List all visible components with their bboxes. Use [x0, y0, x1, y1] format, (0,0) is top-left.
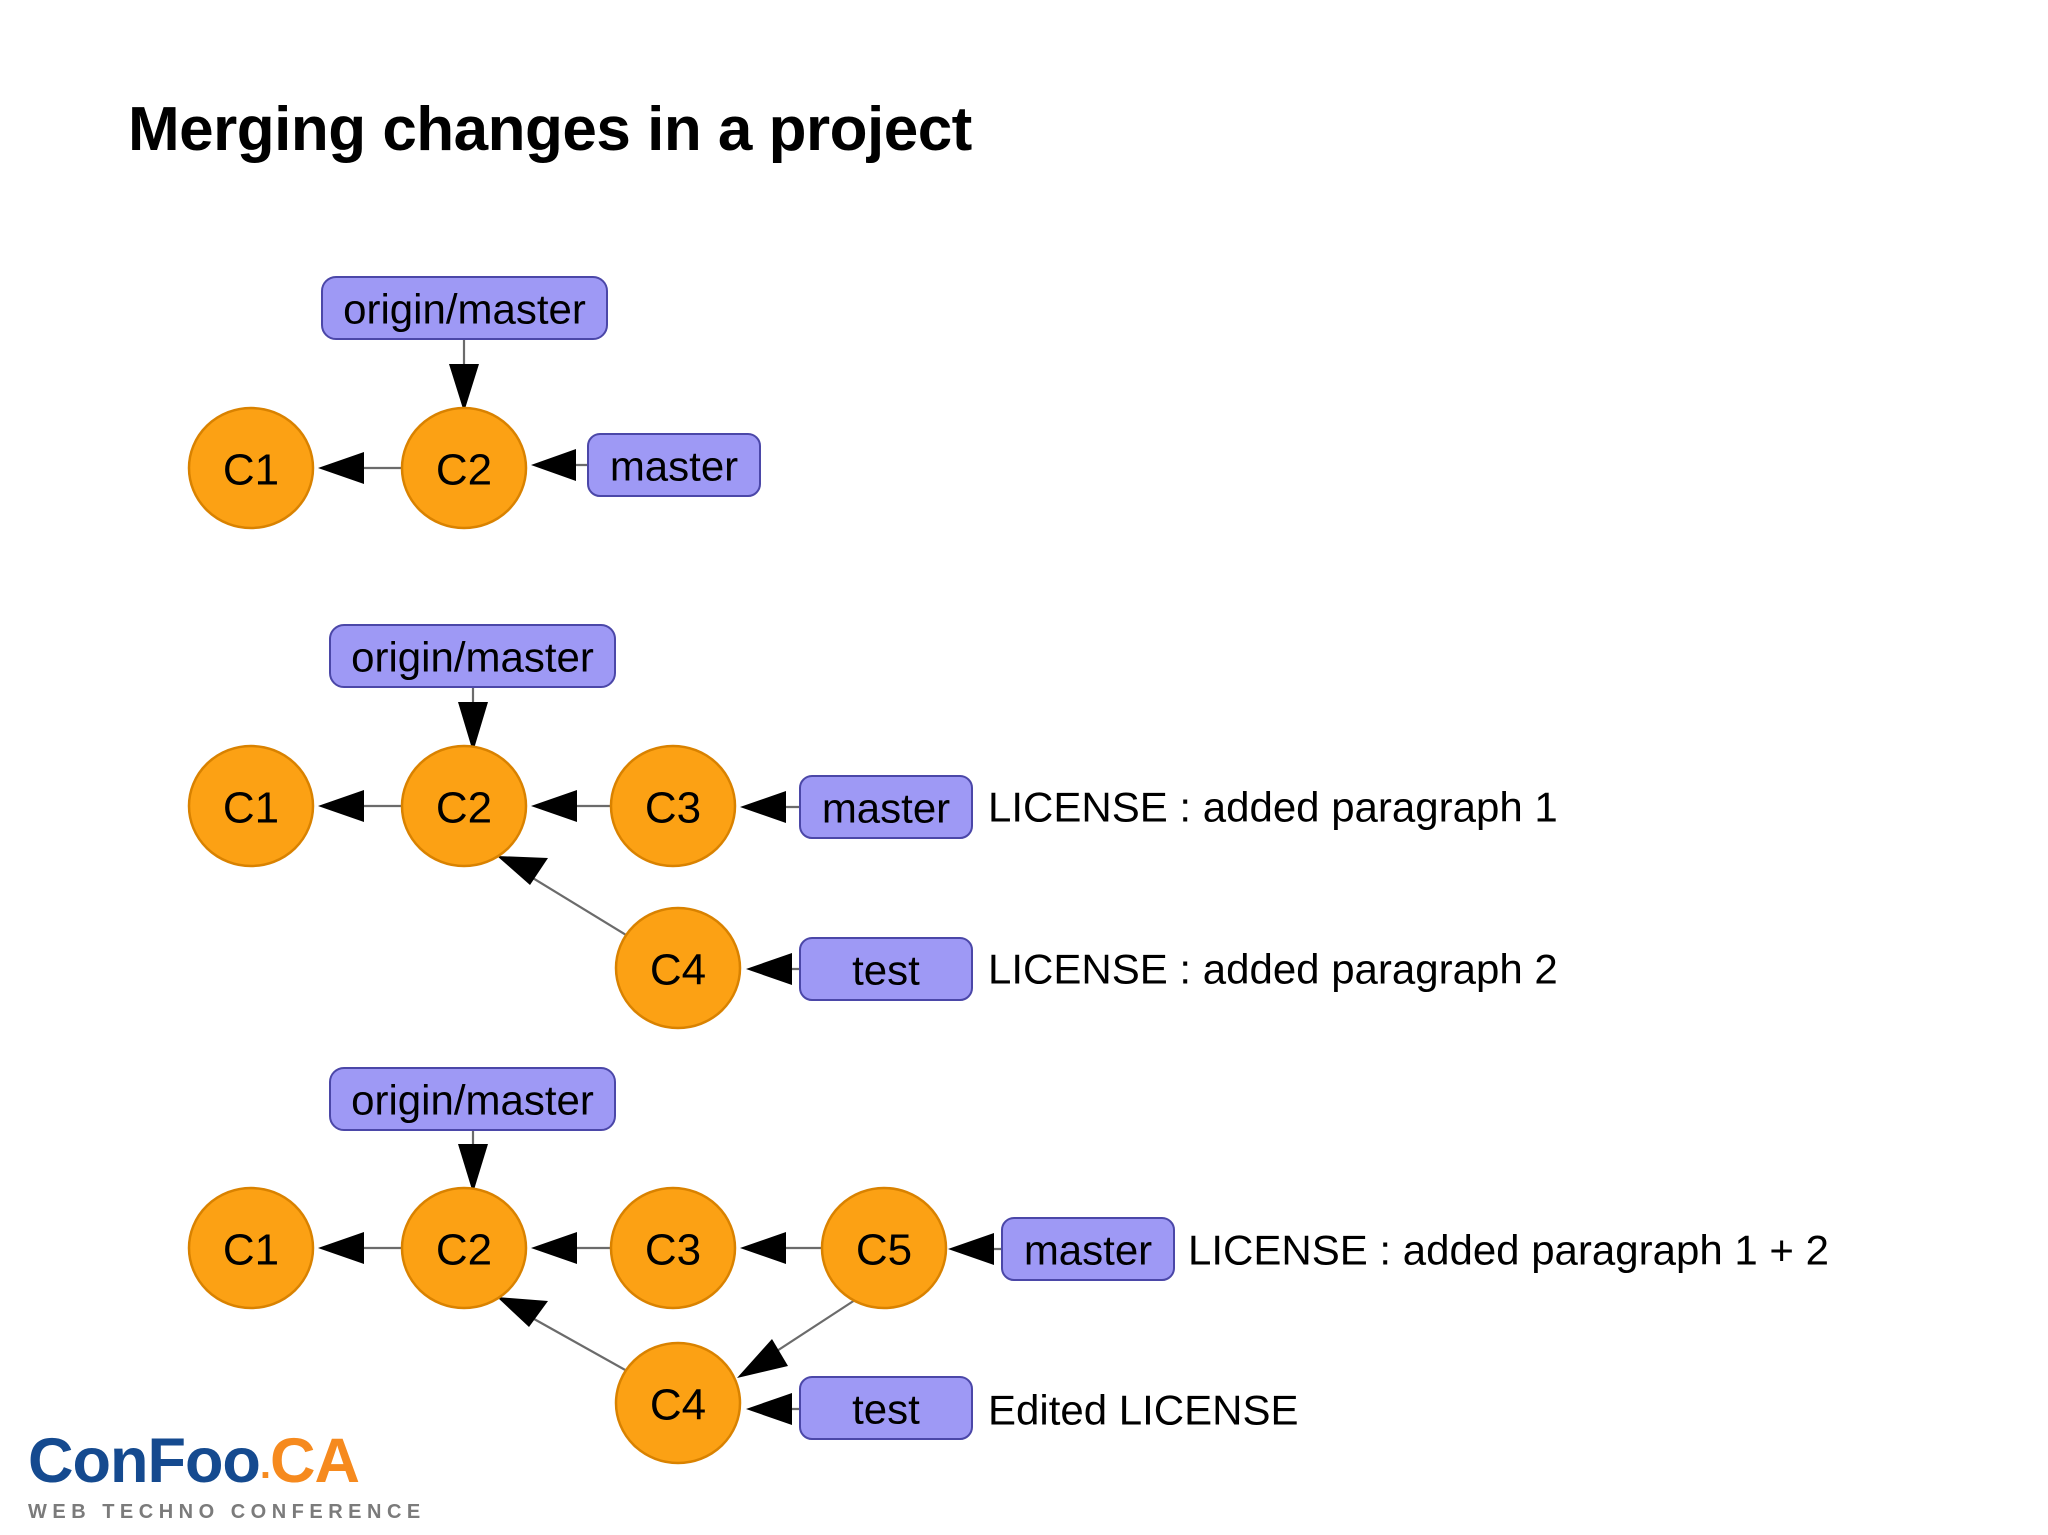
- branch-label-origin-master[interactable]: origin/master: [329, 624, 616, 688]
- commit-node-label: C3: [645, 1226, 701, 1275]
- commit-node-label: C1: [223, 784, 279, 833]
- edge-test-to-c4: [746, 953, 800, 985]
- branch-label-text: origin/master: [351, 1077, 594, 1124]
- commit-note-master: LICENSE : added paragraph 1 + 2: [1188, 1227, 1829, 1274]
- commit-node-label: C5: [856, 1226, 912, 1275]
- confoo-wordmark: ConFoo.CA: [28, 1428, 428, 1498]
- edge-c3-to-c2: [531, 790, 613, 822]
- page-title: Merging changes in a project: [128, 95, 972, 164]
- commit-note-master: LICENSE : added paragraph 1: [988, 784, 1558, 831]
- commit-node-label: C4: [650, 1381, 706, 1430]
- edge-c4-to-c2: [497, 856, 637, 942]
- edge-c5-to-c3: [740, 1232, 824, 1264]
- branch-label-master[interactable]: master: [799, 775, 973, 839]
- commit-node-c2[interactable]: C2: [400, 744, 528, 868]
- commit-node-c1[interactable]: C1: [187, 1186, 315, 1310]
- commit-node-label: C2: [436, 1226, 492, 1275]
- branch-label-text: master: [610, 443, 738, 490]
- commit-node-label: C3: [645, 784, 701, 833]
- commit-node-label: C1: [223, 446, 279, 495]
- edge-c3-to-c2: [531, 1232, 613, 1264]
- commit-node-c4[interactable]: C4: [614, 1341, 742, 1465]
- edge-master-to-c5: [948, 1233, 1002, 1265]
- branch-label-origin-master[interactable]: origin/master: [329, 1067, 616, 1131]
- edge-c2-to-c1: [318, 1232, 404, 1264]
- logo-tagline: WEB TECHNO CONFERENCE: [28, 1501, 426, 1523]
- commit-node-c1[interactable]: C1: [187, 406, 315, 530]
- edge-master-to-c3: [740, 791, 800, 823]
- commit-node-label: C2: [436, 784, 492, 833]
- commit-node-label: C2: [436, 446, 492, 495]
- branch-label-text: test: [852, 1386, 920, 1433]
- branch-label-origin-master[interactable]: origin/master: [321, 276, 608, 340]
- commit-node-c5[interactable]: C5: [820, 1186, 948, 1310]
- commit-node-label: C4: [650, 946, 706, 995]
- commit-node-c3[interactable]: C3: [609, 744, 737, 868]
- logo-dot-icon: .: [259, 1443, 271, 1487]
- diagram-stage-1: origin/master C1 C2 master: [187, 276, 761, 530]
- commit-note-test: Edited LICENSE: [988, 1387, 1299, 1434]
- diagram-stage-2: origin/master C1 C2 C3 C4: [187, 624, 1558, 1030]
- branch-label-test[interactable]: test: [799, 1376, 973, 1440]
- diagram-stage-3: origin/master C1 C2 C3 C5 C4: [187, 1067, 1829, 1465]
- edge-c5-to-c4: [737, 1299, 856, 1378]
- commit-node-c3[interactable]: C3: [609, 1186, 737, 1310]
- branch-label-text: origin/master: [343, 286, 586, 333]
- logo-text-ca: CA: [270, 1426, 360, 1496]
- branch-label-text: test: [852, 947, 920, 994]
- edge-test-to-c4: [746, 1393, 800, 1425]
- commit-node-label: C1: [223, 1226, 279, 1275]
- branch-label-text: origin/master: [351, 634, 594, 681]
- commit-node-c2[interactable]: C2: [400, 1186, 528, 1310]
- edge-c2-to-c1: [318, 452, 404, 484]
- branch-label-master[interactable]: master: [1001, 1217, 1175, 1281]
- commit-node-c4[interactable]: C4: [614, 906, 742, 1030]
- confoo-logo: ConFoo.CA WEB TECHNO CONFERENCE: [28, 1428, 428, 1528]
- logo-text-confoo: ConFoo: [28, 1426, 261, 1496]
- branch-label-master[interactable]: master: [587, 433, 761, 497]
- edge-c2-to-c1: [318, 790, 404, 822]
- branch-label-text: master: [1024, 1227, 1152, 1274]
- branch-label-test[interactable]: test: [799, 937, 973, 1001]
- commit-node-c1[interactable]: C1: [187, 744, 315, 868]
- branch-label-text: master: [822, 785, 950, 832]
- edge-master-to-c2: [531, 449, 588, 481]
- commit-node-c2[interactable]: C2: [400, 406, 528, 530]
- edge-c4-to-c2: [497, 1297, 637, 1377]
- commit-note-test: LICENSE : added paragraph 2: [988, 946, 1558, 993]
